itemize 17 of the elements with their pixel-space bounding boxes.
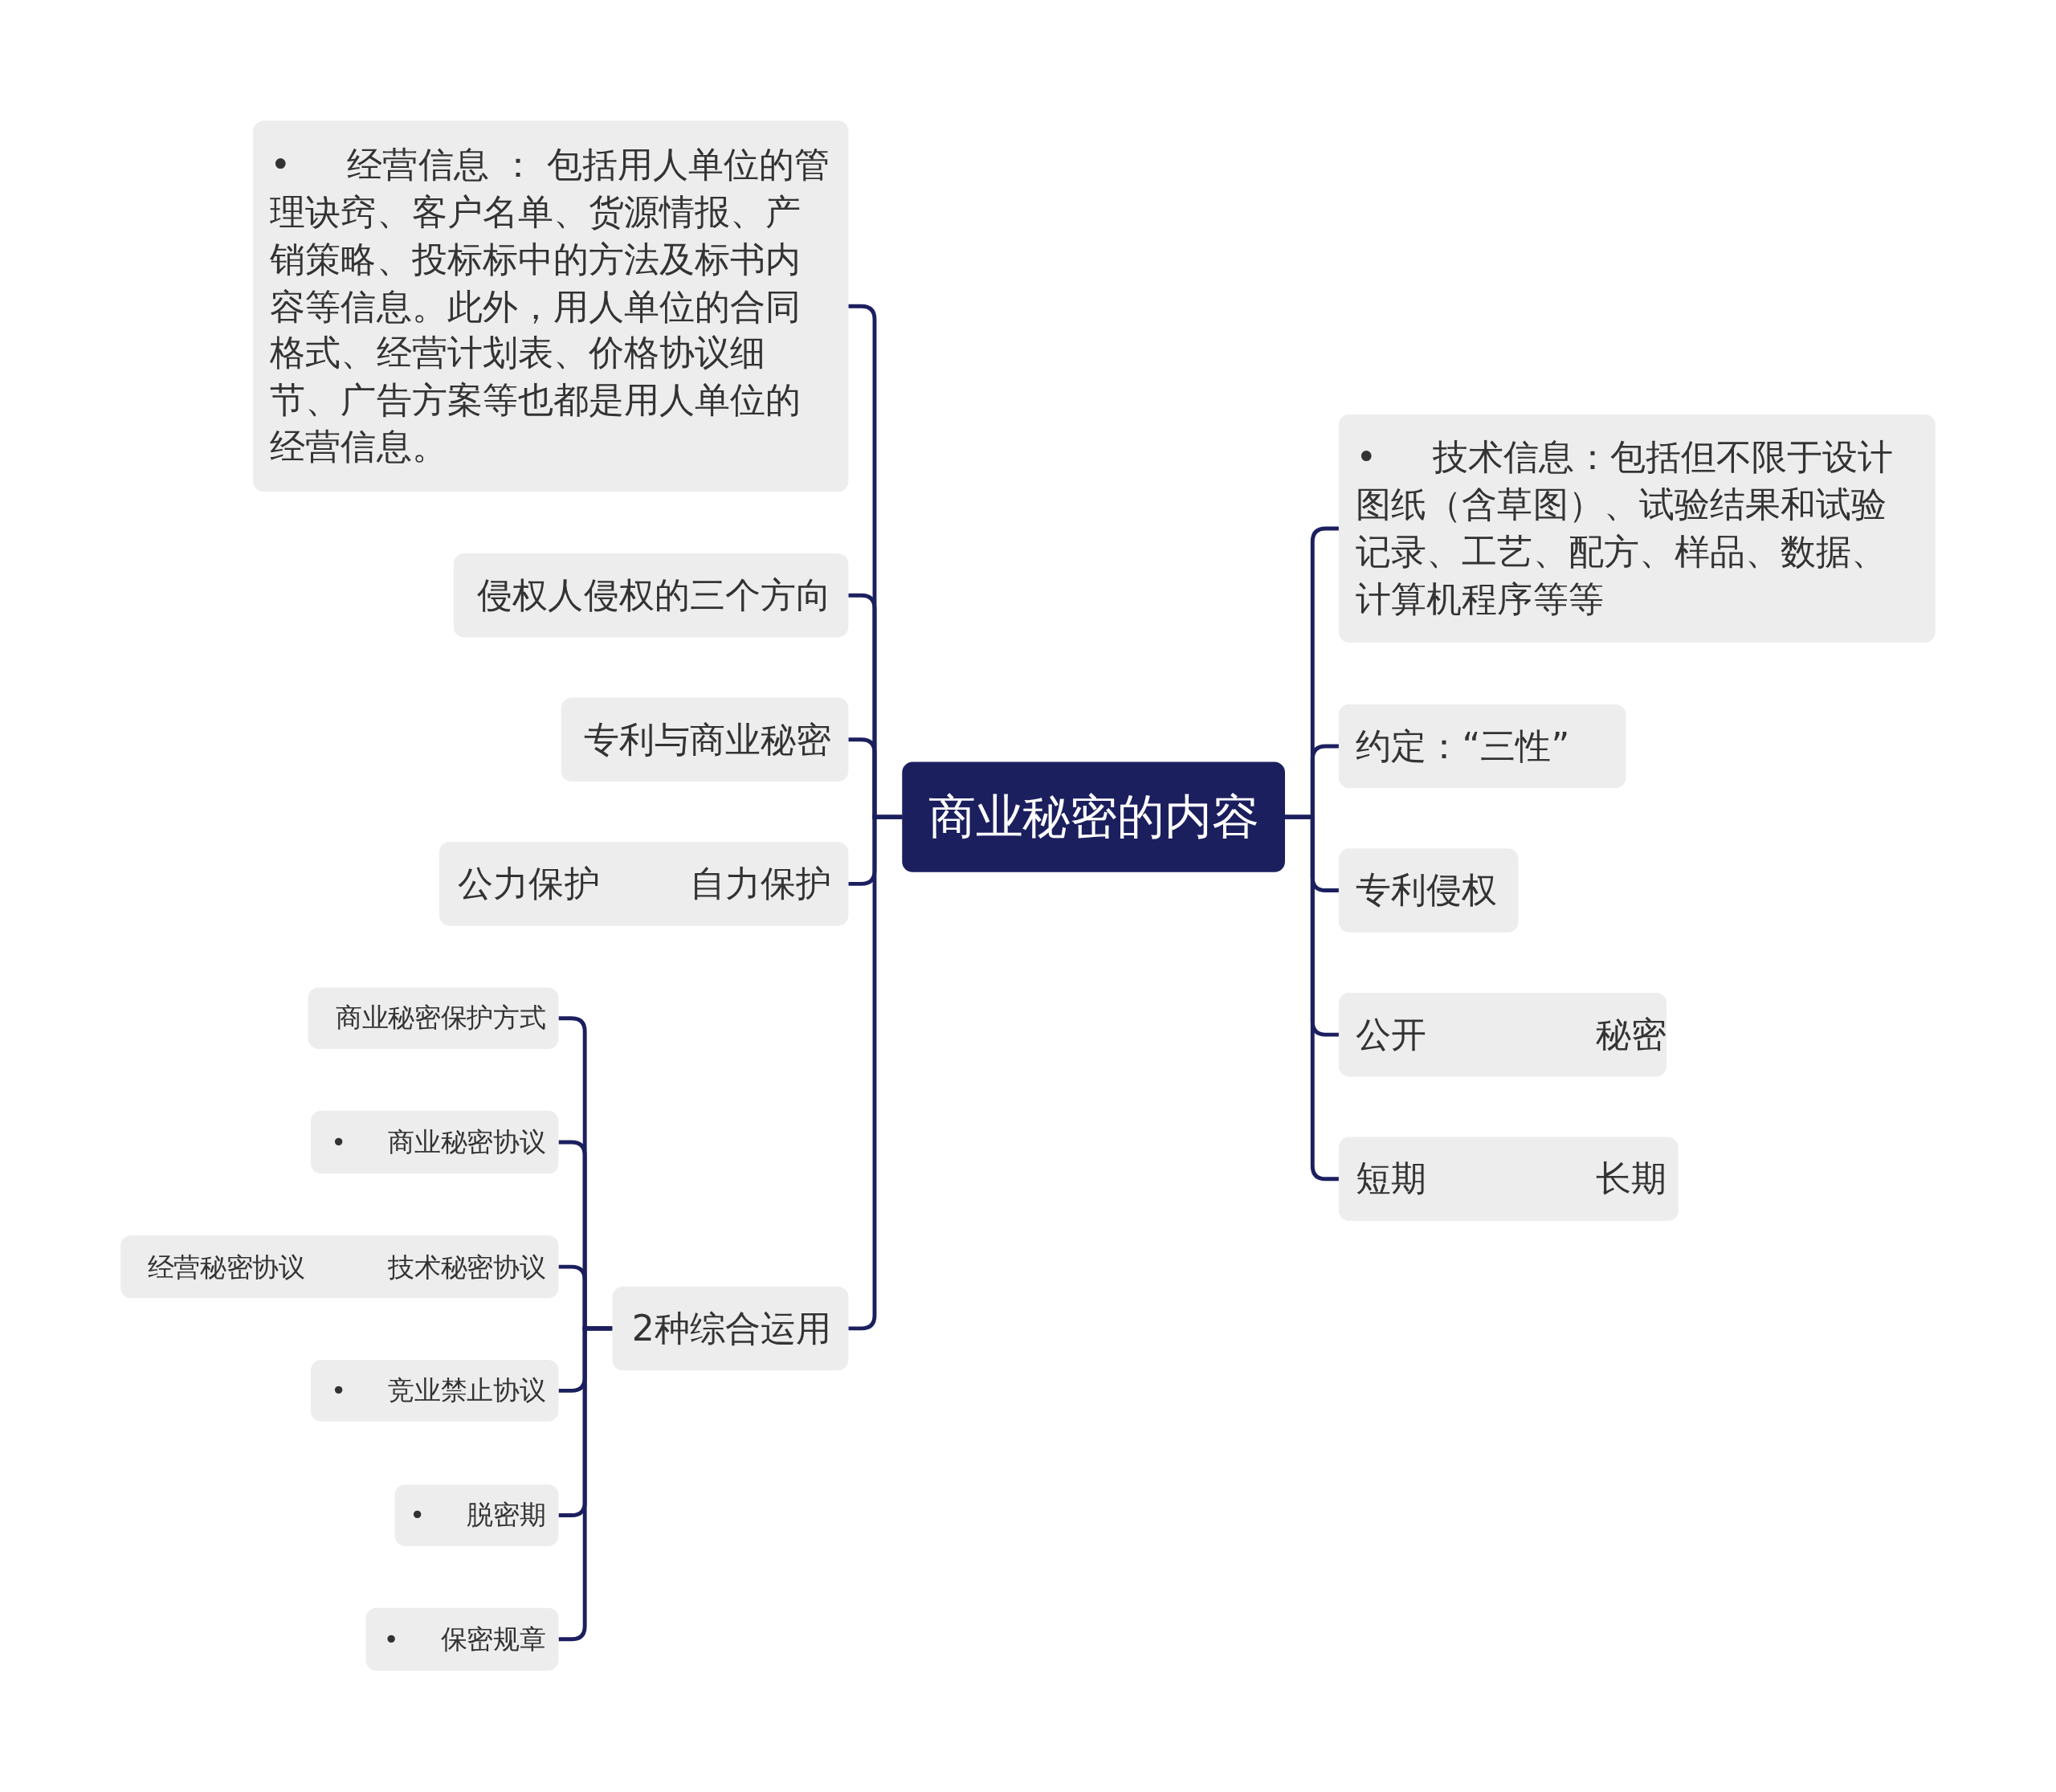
topic-box: 公力保护 自力保护 [439, 842, 849, 926]
topic-box: 约定：“三性” [1338, 704, 1626, 789]
subtopic-box: • 竞业禁止协议 [310, 1360, 559, 1422]
subtopic-box: 商业秘密保护方式 [308, 987, 559, 1050]
subtopic-box: • 商业秘密协议 [310, 1110, 559, 1174]
topic-box: 公开 秘密 [1338, 992, 1667, 1077]
topic-box: 侵权人侵权的三个方向 [453, 553, 849, 638]
topic-box: 专利侵权 [1338, 848, 1519, 933]
topic-box: • 经营信息 ： 包括用人单位的管理诀窍、客户名单、货源情报、产销策略、投标标中的方法及标书内容等信息。此外，用人单位的合同格式、经营计划表、价格协议细节、广告方案等也都是用人单位的经营信息。 [253, 120, 849, 492]
central-topic-box: 商业秘密的内容 [902, 761, 1285, 872]
subtopic-box: • 保密规章 [365, 1607, 559, 1671]
subtopic-box: • 脱密期 [394, 1484, 559, 1546]
topic-box: • 技术信息：包括但不限于设计图纸（含草图）、试验结果和试验记录、工艺、配方、样品、数据、计算机程序等等 [1338, 414, 1936, 643]
subtopic-box: 经营秘密协议 技术秘密协议 [120, 1235, 559, 1299]
topic-box: 短期 长期 [1338, 1137, 1679, 1221]
topic-box: 2种综合运用 [612, 1286, 849, 1371]
topic-box: 专利与商业秘密 [561, 697, 849, 782]
